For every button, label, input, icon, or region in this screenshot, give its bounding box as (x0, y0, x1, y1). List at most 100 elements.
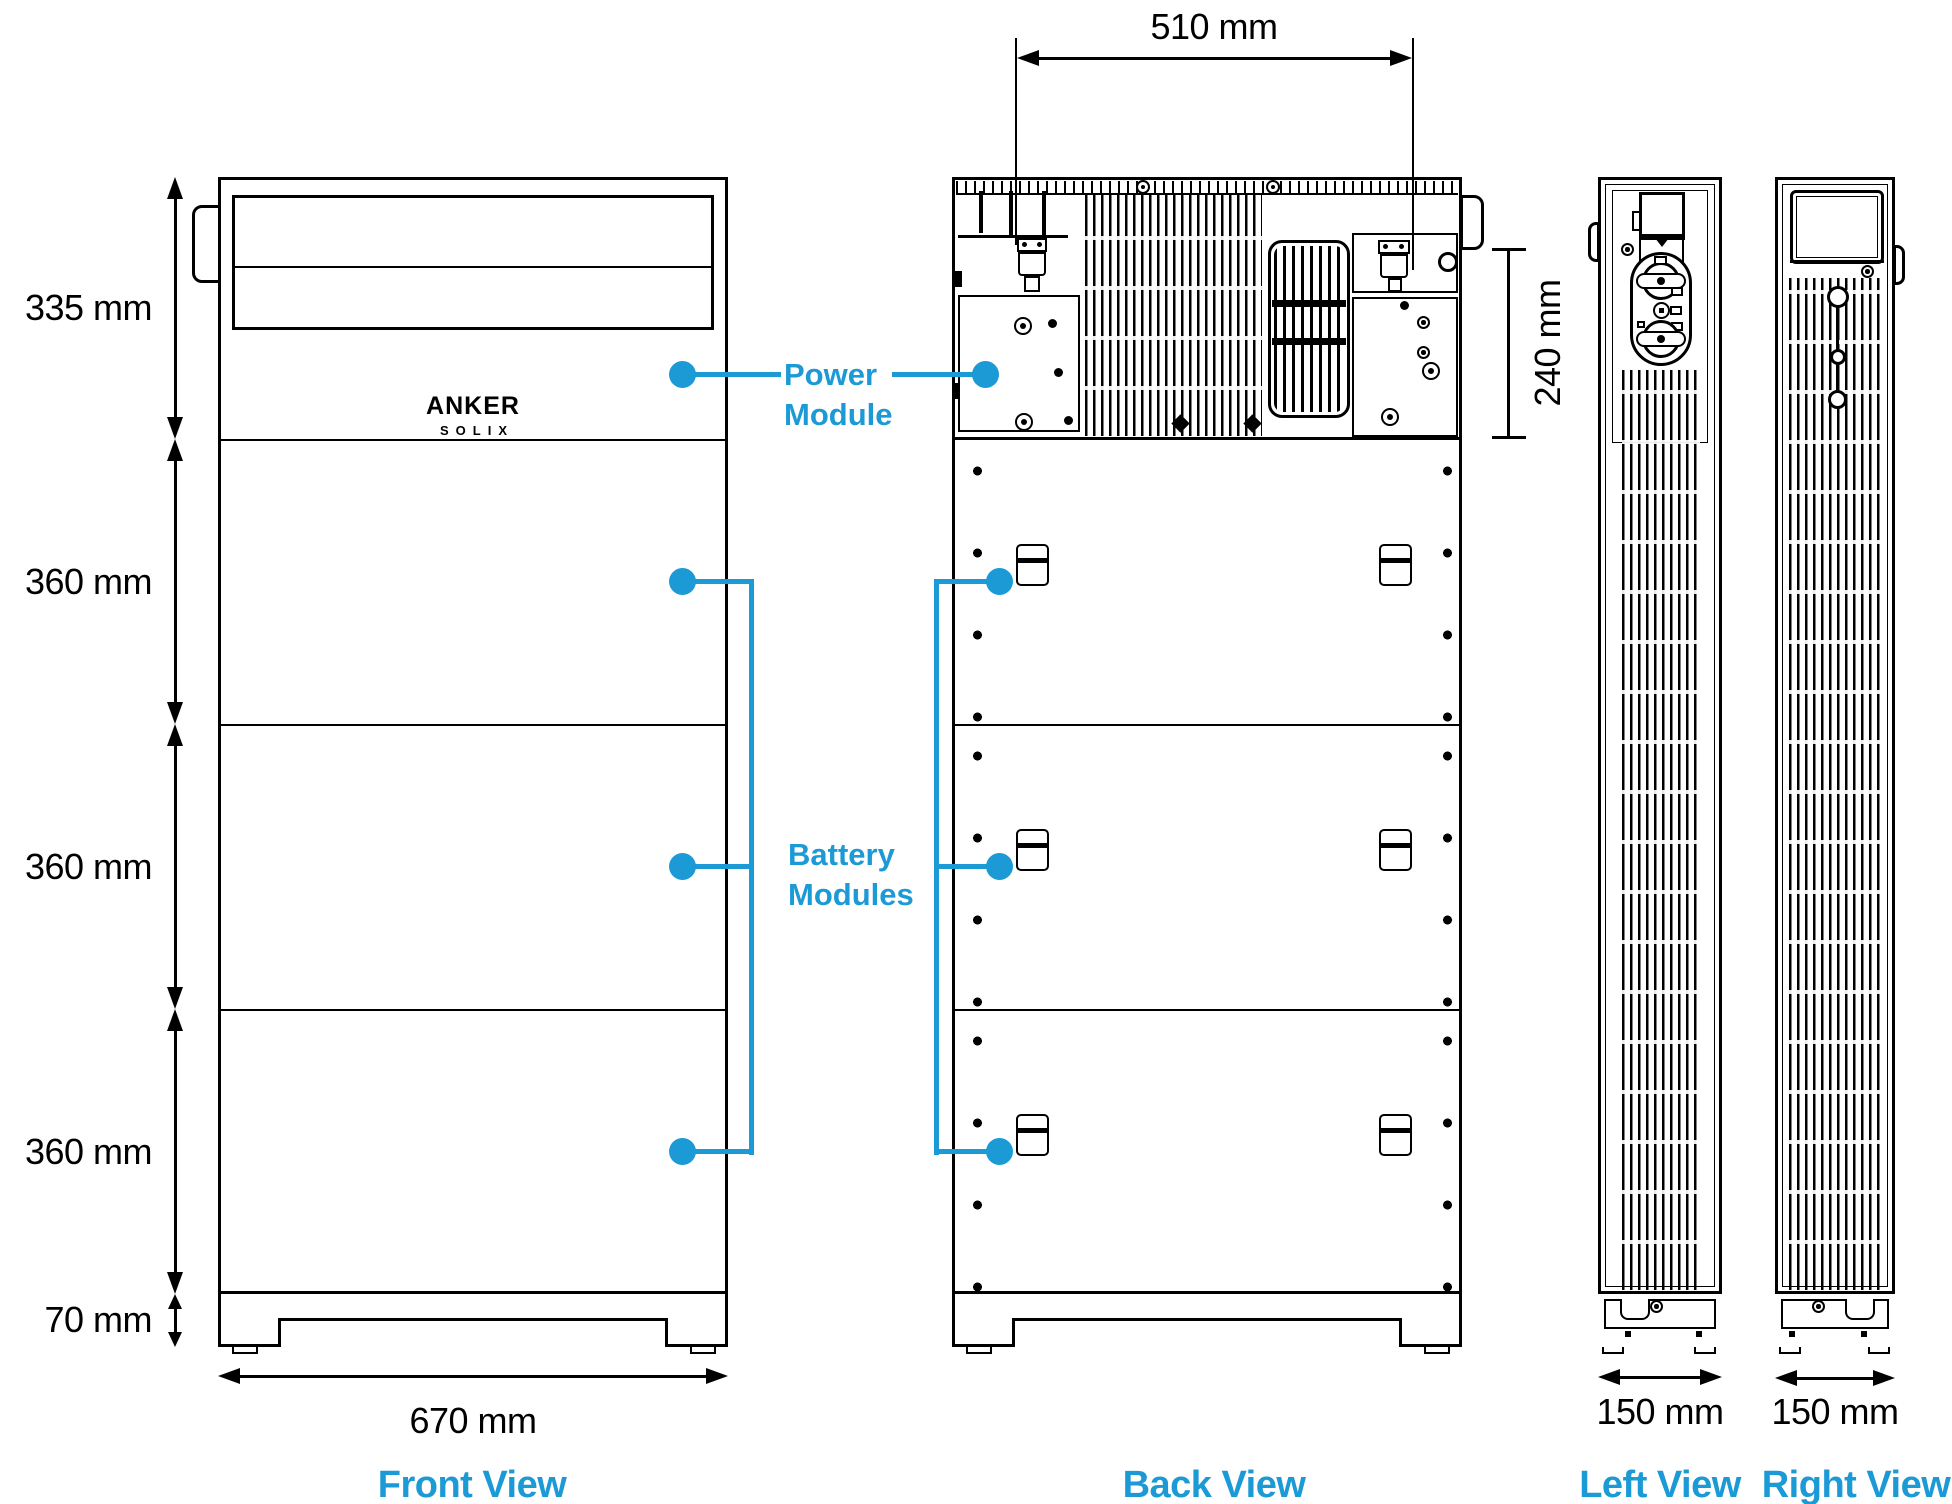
connector-screw-icon (1399, 244, 1404, 249)
dim-arrowhead-icon (167, 987, 183, 1009)
bracket-rail (958, 235, 1068, 238)
battery-module-dot-front-2 (669, 853, 696, 880)
cable-connector-stub (1388, 278, 1402, 292)
wall-bracket-latch (1632, 211, 1641, 231)
dim-label-70: 70 mm (44, 1299, 152, 1340)
dim-510-extension-left (1015, 38, 1017, 245)
left-base-cutout (1620, 1299, 1650, 1320)
battery-stub-front-2 (682, 864, 752, 869)
cable-connector (1378, 240, 1410, 254)
battery-module-dot-front-1 (669, 568, 696, 595)
left-view-label: Left View (1579, 1464, 1741, 1504)
right-vent-fins (1789, 278, 1881, 1290)
fan-grille-crossbar (1272, 338, 1346, 345)
battery-handle-icon (1016, 1114, 1049, 1156)
label-plate (1671, 287, 1683, 296)
screw-icon (1064, 416, 1073, 425)
dim-label-670: 670 mm (409, 1400, 537, 1441)
connector-screw-icon (1022, 242, 1027, 247)
cable-connector-stub (1024, 276, 1040, 292)
back-side-handle-tab (1460, 195, 1484, 250)
dim-arrowhead-icon (1598, 1369, 1620, 1385)
screw-icon (1014, 317, 1032, 335)
bracket-arrow-icon (1655, 238, 1669, 254)
base-pin (1625, 1331, 1631, 1337)
label-plate (1670, 306, 1682, 315)
screw-column (1443, 724, 1452, 1009)
edge-notch (953, 383, 962, 399)
dim-label-150-left: 150 mm (1596, 1391, 1724, 1432)
breaker-lever-dot (1657, 277, 1665, 285)
right-foot-pad (1779, 1347, 1801, 1354)
dim-360b-line (174, 743, 177, 990)
cable-gland-icon (1828, 390, 1847, 409)
right-top-cover-inner (1796, 196, 1878, 258)
front-divider-3 (221, 1009, 725, 1011)
dim-arrowhead-icon (706, 1368, 728, 1384)
dim-arrowhead-icon (167, 177, 183, 199)
connector-screw-icon (1037, 242, 1042, 247)
fan-grille-bars (1274, 246, 1344, 412)
power-module-dot-back (972, 361, 999, 388)
bracket-strut (1042, 191, 1046, 235)
dim-510-extension-right (1412, 38, 1414, 270)
screw-icon (1812, 1300, 1825, 1313)
screw-icon (1417, 346, 1430, 359)
front-top-vent-panel (232, 195, 714, 330)
battery-module-dot-back-1 (986, 568, 1013, 595)
dim-arrowhead-icon (1775, 1370, 1797, 1386)
battery-module-dot-front-3 (669, 1138, 696, 1165)
power-label-line2: Module (784, 397, 893, 432)
power-module-dot-front (669, 361, 696, 388)
dim-510-line (1035, 57, 1394, 60)
dim-arrowhead-icon (168, 1294, 182, 1309)
battery-label-line2: Modules (788, 877, 914, 912)
dim-arrowhead-icon (167, 724, 183, 746)
solix-logo: SOLIX (439, 423, 515, 438)
battery-handle-icon (1379, 544, 1412, 586)
base-pin (1696, 1331, 1702, 1337)
left-foot-pad (1602, 1347, 1624, 1354)
screw-icon (1400, 301, 1409, 310)
breaker-lever-dot (1657, 335, 1665, 343)
battery-label-line1: Battery (788, 837, 895, 872)
left-vent-fins (1622, 370, 1700, 1290)
screw-icon (1621, 243, 1634, 256)
screw-icon (1054, 368, 1063, 377)
dim-arrowhead-icon (1017, 50, 1039, 66)
screw-icon (1422, 362, 1440, 380)
label-plate (1637, 321, 1645, 328)
back-top-comb-strip (956, 181, 1458, 195)
screw-icon (1136, 180, 1150, 194)
right-view-label: Right View (1761, 1464, 1951, 1504)
dim-arrowhead-icon (168, 1332, 182, 1347)
wall-bracket (1639, 192, 1685, 240)
front-top-vent-panel-line (235, 266, 711, 268)
dim-arrowhead-icon (1873, 1370, 1895, 1386)
dim-360a-line (174, 458, 177, 705)
battery-stub-back-3 (934, 1149, 987, 1154)
dim-label-360b: 360 mm (24, 846, 153, 887)
bracket-strut (1009, 191, 1013, 235)
front-view-label: Front View (377, 1464, 567, 1504)
dim-70-line (174, 1307, 177, 1334)
right-cover-band (1790, 260, 1884, 263)
front-divider-1 (221, 439, 725, 441)
cable-connector (1017, 238, 1047, 252)
power-label-line1: Power (784, 357, 878, 392)
screw-column (1443, 1009, 1452, 1294)
battery-handle-icon (1379, 829, 1412, 871)
dim-arrowhead-icon (218, 1368, 240, 1384)
dim-arrowhead-icon (167, 417, 183, 439)
back-foot-right (1424, 1347, 1450, 1354)
screw-icon (1650, 1300, 1663, 1313)
cable-connector-body (1018, 252, 1046, 276)
dim-670-line (238, 1375, 708, 1378)
dim-arrowhead-icon (167, 702, 183, 724)
right-foot-pad (1868, 1347, 1890, 1354)
power-callout-line-front (693, 372, 781, 377)
dim-label-335: 335 mm (24, 287, 153, 328)
dim-label-240: 240 mm (1527, 279, 1568, 407)
